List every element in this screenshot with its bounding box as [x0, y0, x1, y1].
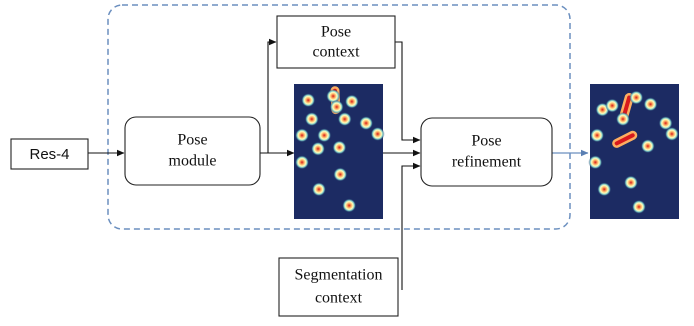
intermediate-heatmap-keypoint-blob — [295, 155, 310, 170]
refined-heatmap-keypoint-blob — [615, 112, 630, 127]
segmentation-context-node: Segmentation context — [278, 257, 399, 317]
refined-heatmap-keypoint-blob — [588, 155, 603, 170]
refined-heatmap-keypoint-blob — [597, 182, 612, 197]
intermediate-heatmap-keypoint-blob — [333, 167, 348, 182]
intermediate-heatmap-keypoint-blob — [295, 128, 310, 143]
pose-refinement-label-line-2: refinement — [452, 154, 522, 171]
refined-heatmap-keypoint-blob — [623, 175, 638, 190]
refined-heatmap-keypoint-blob — [590, 128, 605, 143]
refined-heatmap-keypoint-blob — [658, 116, 673, 131]
refined-heatmap-keypoint-blob — [605, 98, 620, 113]
pose-refinement-label-line-1: Pose — [471, 133, 501, 150]
pose-refinement-node: Pose refinement — [420, 117, 553, 187]
refined-heatmap-limb-core — [614, 133, 635, 146]
pose-module-label-line-2: module — [169, 153, 217, 170]
arrow-segmentation-context-to-pose-refinement — [401, 162, 421, 290]
pose-context-label-line-2: context — [312, 44, 360, 61]
intermediate-heatmap-keypoint-blob — [370, 126, 385, 141]
segmentation-context-label-line-2: context — [315, 290, 363, 307]
res4-label: Res-4 — [29, 146, 69, 163]
intermediate-heatmap-keypoint-blob — [344, 94, 359, 109]
intermediate-heatmap-keypoint-blob — [301, 93, 316, 108]
intermediate-heatmap-keypoint-blob — [317, 128, 332, 143]
intermediate-pose-heatmap — [294, 84, 385, 219]
network-region-dashed-border — [107, 4, 571, 230]
connectors — [88, 38, 589, 290]
pose-context-label-line-1: Pose — [321, 24, 351, 41]
refined-heatmap-keypoint-blob — [643, 97, 658, 112]
intermediate-heatmap-keypoint-blob — [311, 141, 326, 156]
intermediate-heatmap-keypoint-blob — [329, 99, 344, 114]
intermediate-heatmap-keypoint-blob — [326, 89, 341, 104]
segmentation-context-label-line-1: Segmentation — [295, 267, 383, 284]
arrow-pose-context-to-pose-refinement — [395, 41, 421, 144]
pose-module-label-line-1: Pose — [177, 132, 207, 149]
intermediate-heatmap-keypoint-blob — [337, 112, 352, 127]
refined-heatmap-keypoint-blob — [629, 90, 644, 105]
refined-heatmap-keypoint-blob — [640, 139, 655, 154]
arrow-pose-module-to-pose-context — [267, 38, 277, 153]
refined-pose-heatmap — [588, 84, 679, 219]
refined-heatmap-keypoint-blob — [664, 126, 679, 141]
intermediate-heatmap-keypoint-blob — [359, 116, 374, 131]
pose-context-node: Pose context — [276, 15, 396, 69]
pose-module-node: Pose module — [124, 116, 261, 186]
intermediate-heatmap-keypoint-blob — [311, 182, 326, 197]
intermediate-heatmap-keypoint-blob — [304, 112, 319, 127]
refined-heatmap-keypoint-blob — [631, 199, 646, 214]
res4-node: Res-4 — [10, 138, 89, 170]
intermediate-heatmap-keypoint-blob — [332, 140, 347, 155]
intermediate-heatmap-keypoint-blob — [342, 198, 357, 213]
